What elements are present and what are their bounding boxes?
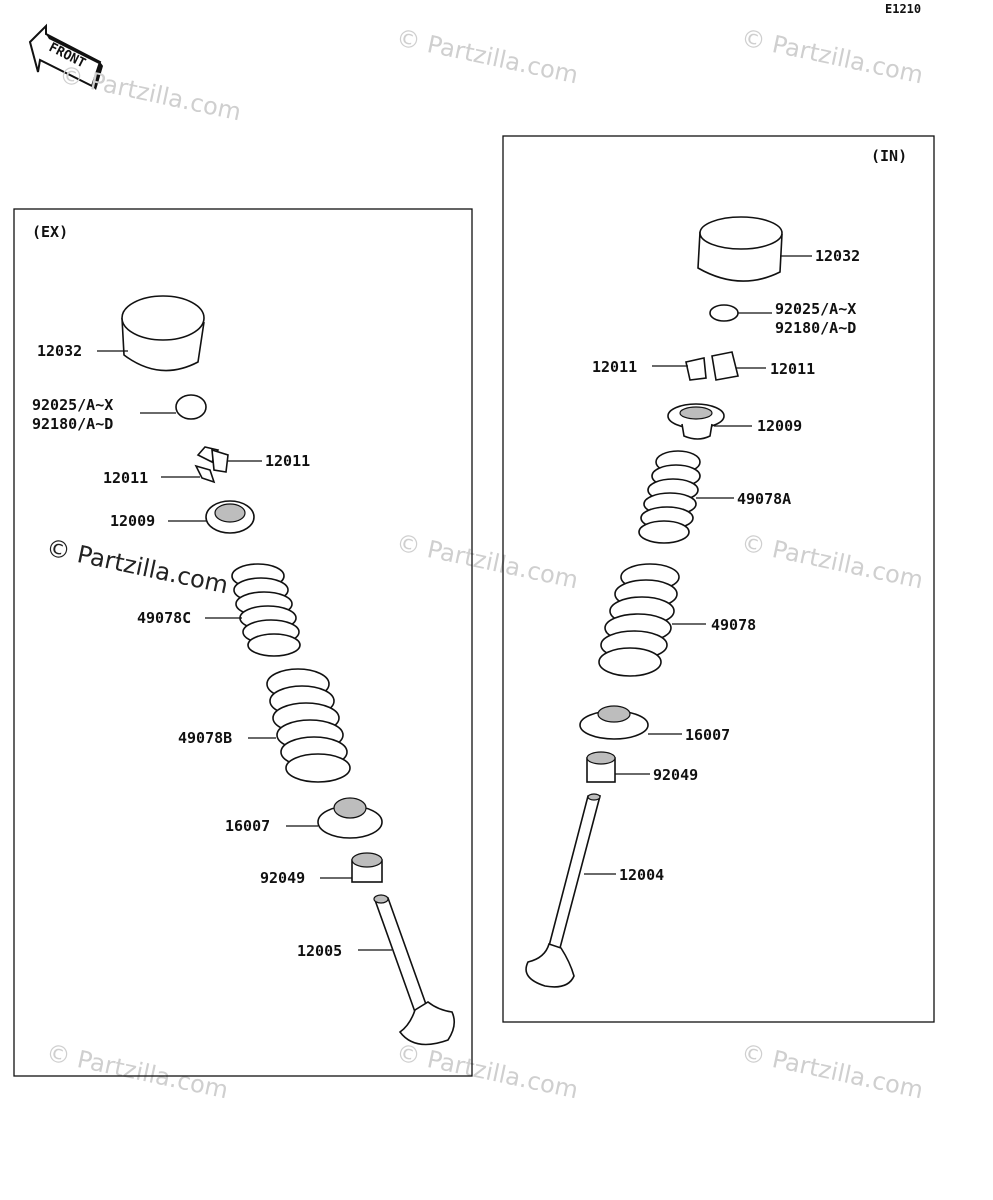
in-tappet bbox=[697, 216, 783, 282]
ex-label-cotter-right: 12011 bbox=[265, 452, 310, 470]
svg-text:© Partzilla.com: © Partzilla.com bbox=[394, 23, 581, 89]
ex-header: (EX) bbox=[32, 223, 68, 241]
ex-label-tappet: 12032 bbox=[37, 342, 82, 360]
in-inner-spring bbox=[638, 450, 701, 544]
ex-valve bbox=[373, 894, 456, 1046]
ex-label-outer-spring: 49078B bbox=[178, 729, 232, 747]
in-cotters bbox=[685, 351, 739, 381]
in-outer-spring bbox=[598, 563, 680, 677]
ex-label-retainer: 12009 bbox=[110, 512, 155, 530]
ex-retainer bbox=[205, 500, 255, 534]
ex-label-shim1: 92025/A~X bbox=[32, 396, 113, 414]
in-label-spring-seat: 16007 bbox=[685, 726, 730, 744]
ex-label-valve: 12005 bbox=[297, 942, 342, 960]
in-label-retainer: 12009 bbox=[757, 417, 802, 435]
ex-label-shim2: 92180/A~D bbox=[32, 415, 113, 433]
svg-text:© Partzilla.com: © Partzilla.com bbox=[739, 23, 926, 89]
in-oil-seal bbox=[586, 751, 616, 783]
watermarks: © Partzilla.com © Partzilla.com © Partzi… bbox=[44, 23, 926, 1104]
in-label-oil-seal: 92049 bbox=[653, 766, 698, 784]
in-spring-seat bbox=[579, 705, 649, 740]
svg-text:© Partzilla.com: © Partzilla.com bbox=[394, 528, 581, 594]
svg-text:© Partzilla.com: © Partzilla.com bbox=[739, 1038, 926, 1104]
ex-spring-seat bbox=[317, 797, 383, 839]
in-label-tappet: 12032 bbox=[815, 247, 860, 265]
in-retainer bbox=[667, 403, 725, 440]
svg-text:© Partzilla.com: © Partzilla.com bbox=[394, 1038, 581, 1104]
ex-panel: (EX) 12032 92025/A~X 92180/A~D 12011 120… bbox=[13, 208, 473, 1077]
ex-outer-spring bbox=[266, 668, 351, 783]
in-label-cotter-right: 12011 bbox=[770, 360, 815, 378]
svg-text:© Partzilla.com: © Partzilla.com bbox=[44, 1038, 231, 1104]
in-label-shim2: 92180/A~D bbox=[775, 319, 856, 337]
in-panel: (IN) 12032 92025/A~X 92180/A~D 12011 120… bbox=[502, 135, 935, 1023]
in-label-shim1: 92025/A~X bbox=[775, 300, 856, 318]
ex-inner-spring bbox=[231, 563, 301, 657]
in-header: (IN) bbox=[871, 147, 907, 165]
diagram-code: E1210 bbox=[885, 2, 921, 16]
ex-label-oil-seal: 92049 bbox=[260, 869, 305, 887]
ex-shim bbox=[175, 394, 207, 420]
in-label-cotter-left: 12011 bbox=[592, 358, 637, 376]
in-label-inner-spring: 49078A bbox=[737, 490, 791, 508]
ex-label-inner-spring: 49078C bbox=[137, 609, 191, 627]
ex-tappet bbox=[121, 295, 205, 372]
svg-text:© Partzilla.com: © Partzilla.com bbox=[739, 528, 926, 594]
in-valve bbox=[525, 793, 602, 988]
ex-oil-seal bbox=[351, 852, 383, 883]
in-label-valve: 12004 bbox=[619, 866, 664, 884]
ex-cotters bbox=[194, 446, 229, 484]
in-label-outer-spring: 49078 bbox=[711, 616, 756, 634]
svg-text:© Partzilla.com: © Partzilla.com bbox=[44, 533, 231, 599]
in-shim bbox=[709, 304, 739, 322]
ex-label-spring-seat: 16007 bbox=[225, 817, 270, 835]
svg-text:© Partzilla.com: © Partzilla.com bbox=[57, 60, 244, 126]
ex-label-cotter-left: 12011 bbox=[103, 469, 148, 487]
